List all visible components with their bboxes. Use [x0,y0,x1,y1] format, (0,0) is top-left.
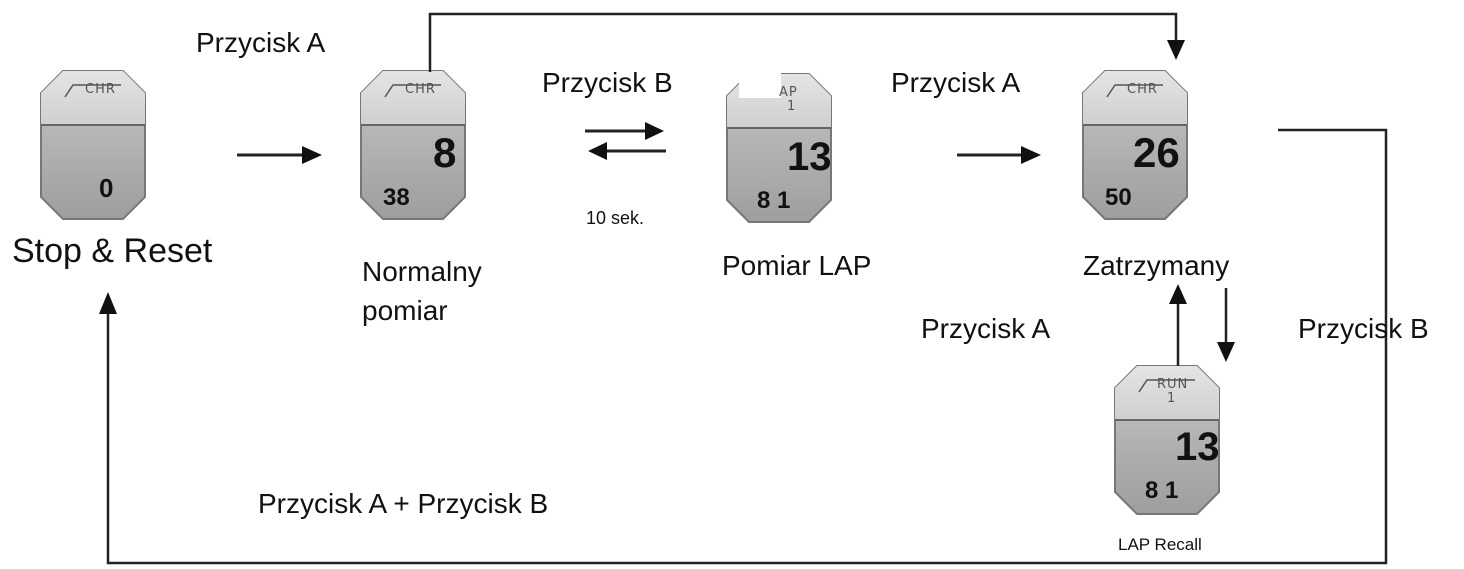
state-label-stopped: Zatrzymany [1083,250,1229,281]
watch-sub-text: 1 [787,99,796,114]
state-label-stop-reset: Stop & Reset [12,232,213,270]
watch-mode-text: CHR [405,82,436,97]
watch-stopped: CHR 26 50 [1082,70,1188,220]
watch-small-digits: 8 1 [1145,477,1178,504]
watch-small-digits: 50 [1105,184,1132,211]
watch-mode-text: AP [779,85,798,100]
arrow-normal-to-lap [585,122,664,140]
arrow-reset-loop [99,128,1388,565]
transition-label-right-b: Przycisk B [1298,313,1429,344]
watch-normal: CHR 8 38 [360,70,466,220]
watch-small-digits: 38 [383,184,410,211]
state-label-recall: LAP Recall [1118,535,1202,554]
state-label-normal-line1: Normalny [362,256,482,287]
watch-small-digits: 0 [99,173,113,203]
transition-label-lap-stopped: Przycisk A [891,67,1020,98]
transition-label-normal-lap: Przycisk B [542,67,673,98]
transition-label-top-a: Przycisk A [196,27,325,58]
arrow-stop-to-normal [237,146,322,164]
transition-label-lap-back: 10 sek. [586,208,644,228]
watch-sub-text: 1 [1167,391,1176,406]
watch-small-digits: 8 1 [757,187,790,214]
watch-big-digits: 13 [787,135,832,179]
arrow-stopped-to-recall [1217,288,1235,362]
state-label-normal-line2: pomiar [362,295,448,326]
arrow-recall-to-stopped [1169,284,1187,366]
watch-mode-text: RUN [1157,377,1188,392]
transition-label-reset-combo: Przycisk A + Przycisk B [258,488,548,519]
watch-recall: RUN 1 13 8 1 [1114,365,1220,515]
watch-big-digits: 13 [1175,425,1220,469]
transition-label-stopped-recall-a: Przycisk A [921,313,1050,344]
arrow-lap-to-stopped [957,146,1041,164]
state-label-lap: Pomiar LAP [722,250,871,281]
watch-stop-reset: CHR 0 [40,70,146,220]
arrow-lap-to-normal [588,142,666,160]
watch-lap: AP 1 13 8 1 [726,72,832,223]
watch-mode-text: CHR [1127,82,1158,97]
arrow-top-loop [428,12,1185,72]
watch-big-digits: 8 [433,129,456,176]
watch-big-digits: 26 [1133,129,1180,176]
watch-mode-text: CHR [85,82,116,97]
